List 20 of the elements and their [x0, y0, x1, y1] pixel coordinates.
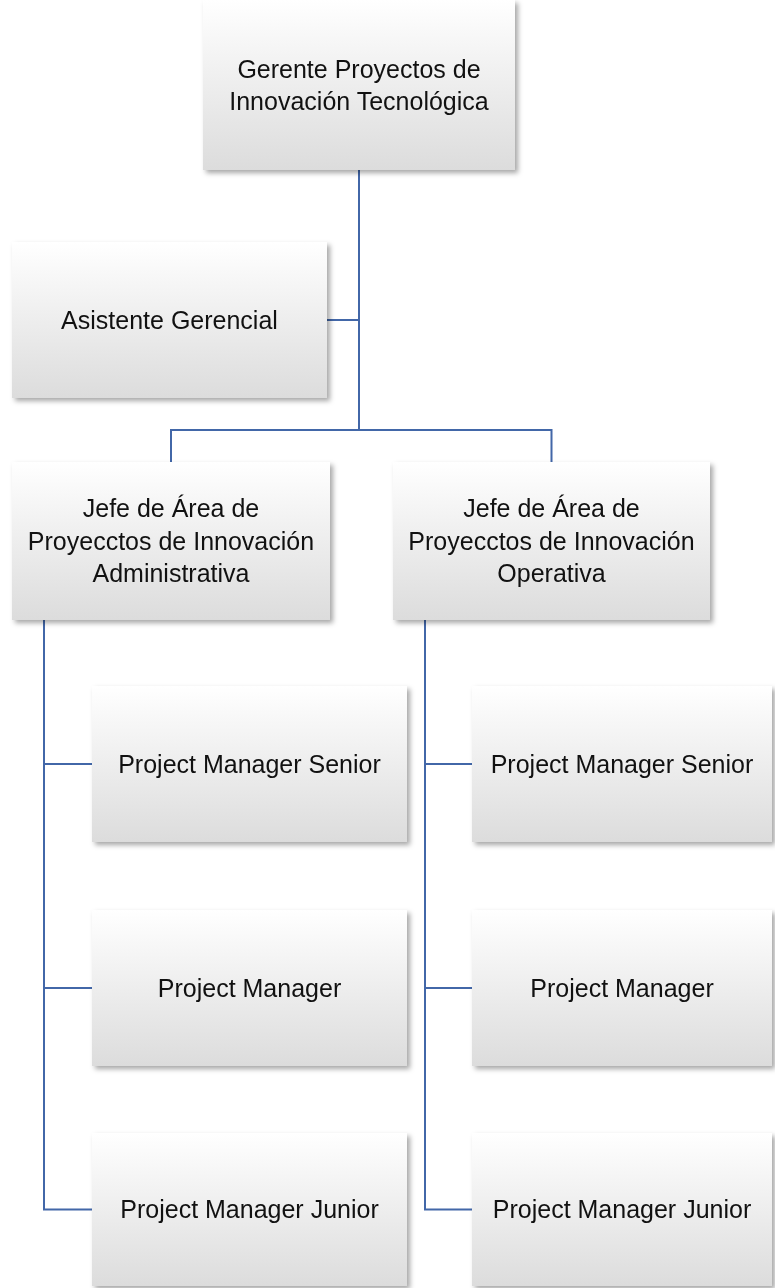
org-box [203, 0, 515, 170]
org-box [92, 1133, 407, 1286]
role-title: Jefe de Área de Proyecctos de Innovación Operativa [407, 493, 696, 590]
role-title: Gerente Proyectos de Innovación Tecnológica [228, 53, 490, 117]
role-title: Project Manager Senior [118, 748, 381, 780]
org-box [92, 686, 407, 842]
role-title: Project Manager [530, 972, 714, 1004]
org-box [472, 1133, 772, 1286]
org-box [92, 910, 407, 1066]
role-title: Jefe de Área de Proyecctos de Innovación Administrativa [26, 493, 316, 590]
role-title: Project Manager Junior [120, 1194, 379, 1226]
org-box [472, 910, 772, 1066]
org-box [12, 462, 330, 620]
role-title: Project Manager Senior [490, 748, 754, 780]
org-box [472, 686, 772, 842]
org-box [393, 462, 710, 620]
org-box [12, 242, 327, 398]
role-title: Project Manager [157, 972, 342, 1004]
role-title: Asistente Gerencial [61, 304, 278, 336]
role-title: Project Manager Junior [492, 1194, 752, 1226]
